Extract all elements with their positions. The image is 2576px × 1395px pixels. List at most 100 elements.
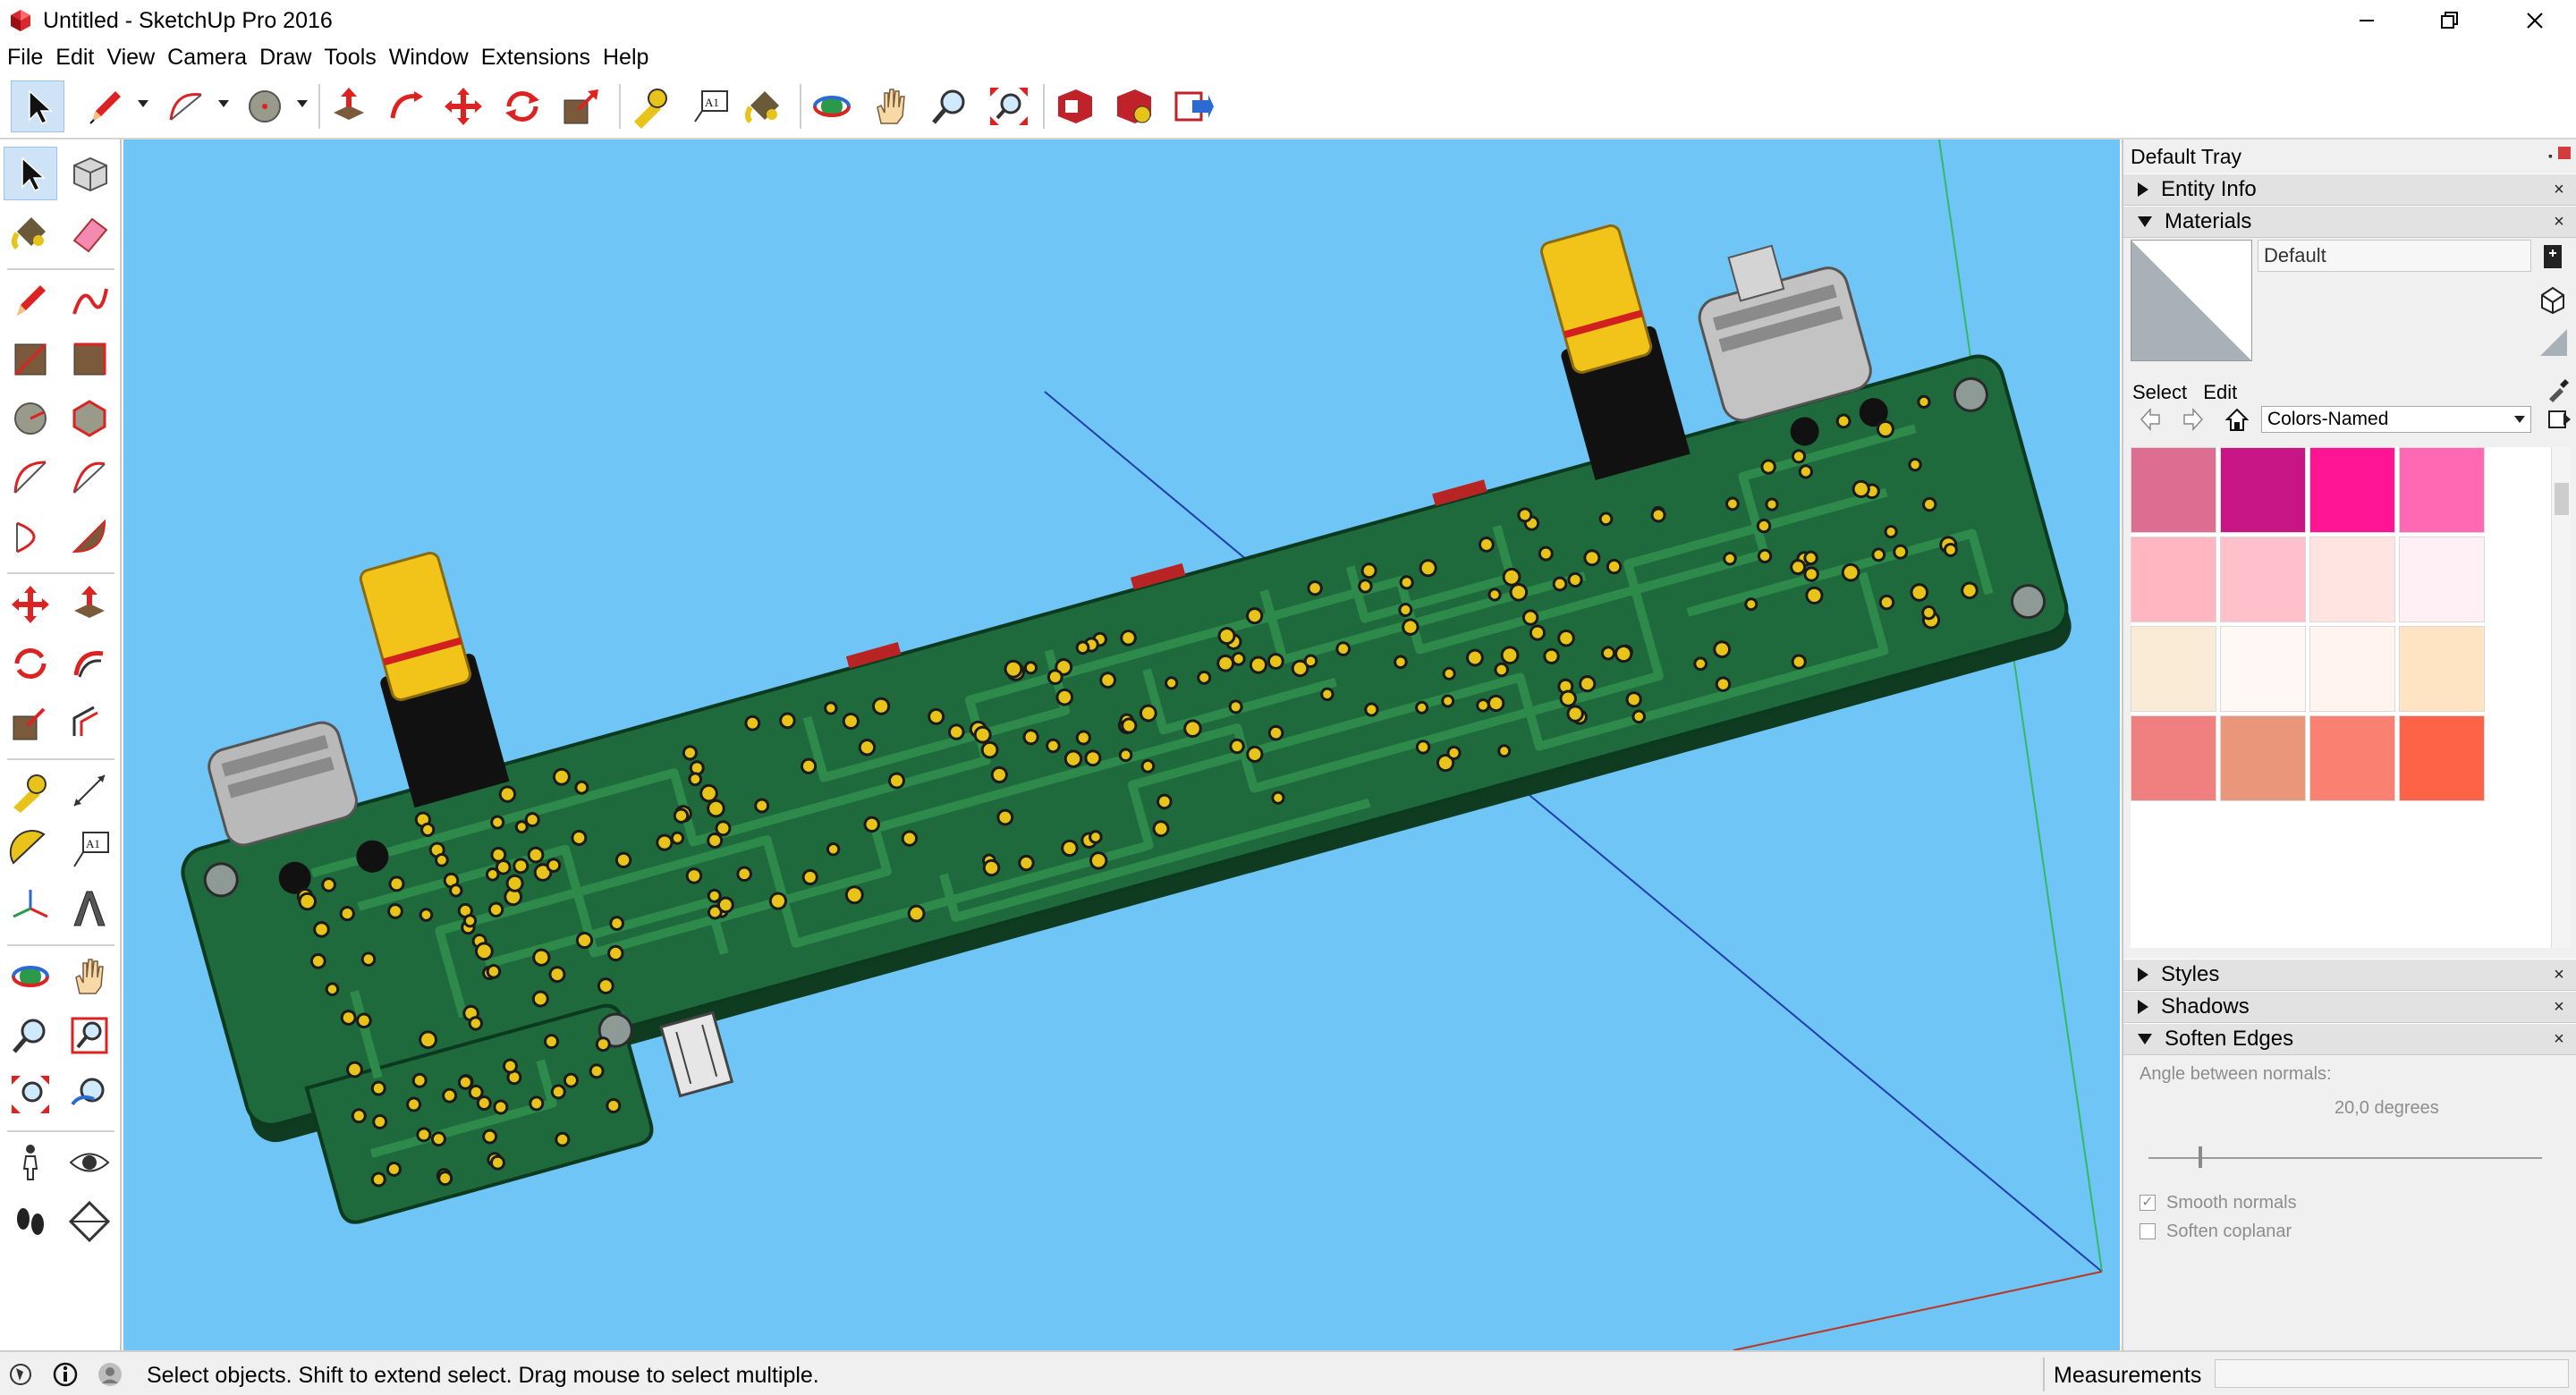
menu-draw[interactable]: Draw [259,44,312,70]
make-component-button[interactable] [63,147,116,200]
geo-location-icon[interactable] [7,1361,34,1388]
details-arrow-icon[interactable] [2546,406,2572,433]
material-swatch[interactable] [2399,715,2485,801]
entity-info-panel-header[interactable]: Entity Info × [2123,173,2576,206]
material-swatch[interactable] [2220,447,2306,533]
styles-panel-header[interactable]: Styles × [2123,959,2576,991]
paint-bucket-button-left[interactable] [4,206,57,259]
material-swatch[interactable] [2131,715,2216,801]
line-button-left[interactable] [4,274,57,327]
material-swatch[interactable] [2220,626,2306,712]
material-swatch[interactable] [2131,626,2216,712]
material-swatch[interactable] [2220,537,2306,622]
follow-me-tool-button[interactable] [379,80,433,132]
follow-me-button-left[interactable] [63,637,116,690]
look-around-button[interactable] [63,1136,116,1189]
text-button-left[interactable]: A1 [63,823,116,876]
soften-edges-panel-header[interactable]: Soften Edges × [2123,1023,2576,1055]
3d-warehouse-button[interactable] [1048,80,1102,132]
zoom-extents-tool-button[interactable] [982,80,1036,132]
move-tool-button[interactable] [436,80,490,132]
angle-slider-thumb[interactable] [2199,1146,2202,1168]
close-panel-icon[interactable]: × [2554,1029,2564,1049]
swatch-scrollbar[interactable] [2551,447,2571,948]
dimension-button[interactable] [63,764,116,817]
send-to-layout-button[interactable] [1166,80,1220,132]
rotate-tool-button[interactable] [496,80,549,132]
create-material-icon[interactable] [2537,240,2569,272]
select-tool-button-left[interactable] [4,147,57,200]
forward-arrow-icon[interactable] [2179,406,2206,433]
axes-button[interactable] [4,882,57,935]
material-name-field[interactable]: Default [2258,240,2531,272]
angle-slider-track[interactable] [2148,1157,2542,1159]
tab-edit[interactable]: Edit [2203,381,2238,403]
previous-view-button[interactable] [63,1068,116,1121]
circle-button-left[interactable] [4,392,57,445]
rectangle-button[interactable] [4,333,57,386]
rotate-button-left[interactable] [4,637,57,690]
menu-view[interactable]: View [106,44,156,70]
freehand-button[interactable] [63,274,116,327]
menu-help[interactable]: Help [603,44,649,70]
menu-camera[interactable]: Camera [167,44,248,70]
shapes-dropdown-arrow[interactable] [297,100,308,107]
drawing-area-viewport[interactable] [123,140,2120,1350]
sample-paint-icon[interactable] [2537,283,2569,315]
protractor-button[interactable] [4,823,57,876]
polygon-button[interactable] [63,392,116,445]
soften-coplanar-checkbox[interactable] [2140,1223,2156,1239]
arc-dropdown-arrow[interactable] [218,100,229,107]
smooth-normals-checkbox[interactable]: ✓ [2140,1195,2156,1211]
orbit-tool-button[interactable] [805,80,859,132]
material-swatch[interactable] [2131,447,2216,533]
minimize-button[interactable] [2336,0,2397,41]
two-point-arc-button[interactable] [63,451,116,504]
paint-bucket-tool-button[interactable] [737,80,791,132]
tray-pin-icon[interactable]: ▪ [2548,148,2553,163]
eyedropper-icon[interactable] [2544,376,2571,402]
material-swatch[interactable] [2220,715,2306,801]
close-panel-icon[interactable]: × [2554,180,2564,199]
menu-extensions[interactable]: Extensions [480,44,590,70]
arc-tool-button[interactable] [159,80,213,132]
material-swatch[interactable] [2309,447,2395,533]
close-panel-icon[interactable]: × [2554,965,2564,985]
three-point-arc-button[interactable] [4,510,57,563]
zoom-tool-button[interactable] [923,80,977,132]
select-tool-button[interactable] [11,80,64,132]
close-panel-icon[interactable]: × [2554,997,2564,1017]
pcb-board[interactable] [123,140,2104,1243]
section-plane-button[interactable] [63,1195,116,1248]
back-arrow-icon[interactable] [2138,406,2165,433]
text-tool-button[interactable]: A1 [683,80,737,132]
user-account-icon[interactable] [97,1361,123,1388]
material-swatch[interactable] [2309,715,2395,801]
zoom-window-button[interactable] [63,1009,116,1062]
eraser-button[interactable] [63,206,116,259]
material-swatch[interactable] [2309,537,2395,622]
zoom-extents-button-left[interactable] [4,1068,57,1121]
material-swatch[interactable] [2399,447,2485,533]
pie-button[interactable] [63,510,116,563]
pan-tool-button[interactable] [864,80,918,132]
material-swatch[interactable] [2131,537,2216,622]
arc-button-left[interactable] [4,451,57,504]
move-button-left[interactable] [4,578,57,631]
materials-panel-header[interactable]: Materials × [2123,206,2576,238]
tape-measure-tool-button[interactable] [623,80,676,132]
extension-warehouse-button[interactable] [1107,80,1161,132]
measurements-input[interactable] [2215,1359,2569,1388]
push-pull-button-left[interactable] [63,578,116,631]
scale-tool-button[interactable] [555,80,608,132]
close-button[interactable] [2504,0,2565,41]
walk-button[interactable] [4,1195,57,1248]
position-camera-button[interactable] [4,1136,57,1189]
menu-window[interactable]: Window [388,44,469,70]
shadows-panel-header[interactable]: Shadows × [2123,991,2576,1023]
scale-button-left[interactable] [4,696,57,749]
offset-button[interactable] [63,696,116,749]
tab-select[interactable]: Select [2132,381,2188,403]
menu-file[interactable]: File [7,44,44,70]
orbit-button-left[interactable] [4,950,57,1003]
